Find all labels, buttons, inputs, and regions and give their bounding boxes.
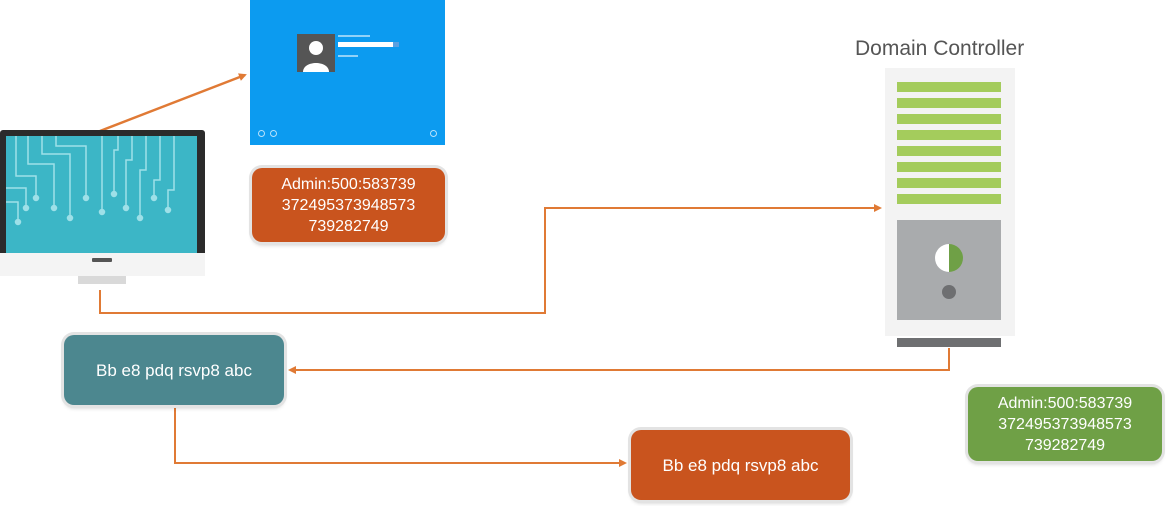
server-drive-bay (897, 146, 1001, 156)
password-field[interactable] (338, 42, 393, 47)
hash-line: Admin:500:583739 (997, 394, 1133, 412)
login-option-text (338, 55, 358, 57)
arrow-workstation-to-dc (99, 204, 882, 314)
submit-arrow-icon[interactable] (393, 42, 399, 47)
monitor-stand (78, 276, 126, 284)
workstation-monitor (0, 130, 205, 290)
challenge-text: Bb e8 pdq rsvp8 abc (96, 360, 252, 380)
response-text: Bb e8 pdq rsvp8 abc (662, 455, 819, 475)
power-icon[interactable] (430, 130, 437, 137)
domain-controller-server-icon (885, 68, 1015, 348)
server-status-light-icon (935, 244, 963, 272)
accessibility-icon[interactable] (258, 130, 265, 137)
domain-controller-label: Domain Controller (855, 37, 1025, 60)
server-drive-bay (897, 194, 1001, 204)
response-box: Bb e8 pdq rsvp8 abc (631, 430, 850, 500)
monitor-chin (0, 253, 205, 276)
user-avatar-icon (297, 34, 335, 72)
server-drive-bay (897, 82, 1001, 92)
monitor-power-indicator (92, 258, 112, 262)
hash-line: 372495373948573 (281, 196, 416, 214)
hash-line: 372495373948573 (998, 415, 1132, 433)
server-drive-bay (897, 162, 1001, 172)
dc-hash-box: Admin:500:583739 372495373948573 7392827… (968, 387, 1162, 461)
hash-line: 739282749 (308, 217, 389, 235)
arrow-challenge-to-response (174, 407, 627, 467)
server-drive-bay (897, 178, 1001, 188)
login-username-text (338, 35, 370, 37)
arrow-dc-to-challenge (288, 348, 950, 374)
server-power-button-icon (942, 285, 956, 299)
server-drive-bay (897, 114, 1001, 124)
hash-line: 739282749 (1024, 436, 1106, 454)
login-screen (250, 0, 445, 145)
hash-line: Admin:500:583739 (281, 175, 416, 193)
arrow-workstation-to-login (99, 73, 247, 133)
circuit-graphic (6, 136, 175, 226)
workstation-hash-box: Admin:500:583739 372495373948573 7392827… (252, 168, 445, 242)
server-drive-bay (897, 130, 1001, 140)
challenge-box: Bb e8 pdq rsvp8 abc (64, 335, 284, 405)
server-drive-bay (897, 98, 1001, 108)
network-icon[interactable] (270, 130, 277, 137)
server-base (897, 338, 1001, 347)
monitor-screen (6, 136, 197, 253)
